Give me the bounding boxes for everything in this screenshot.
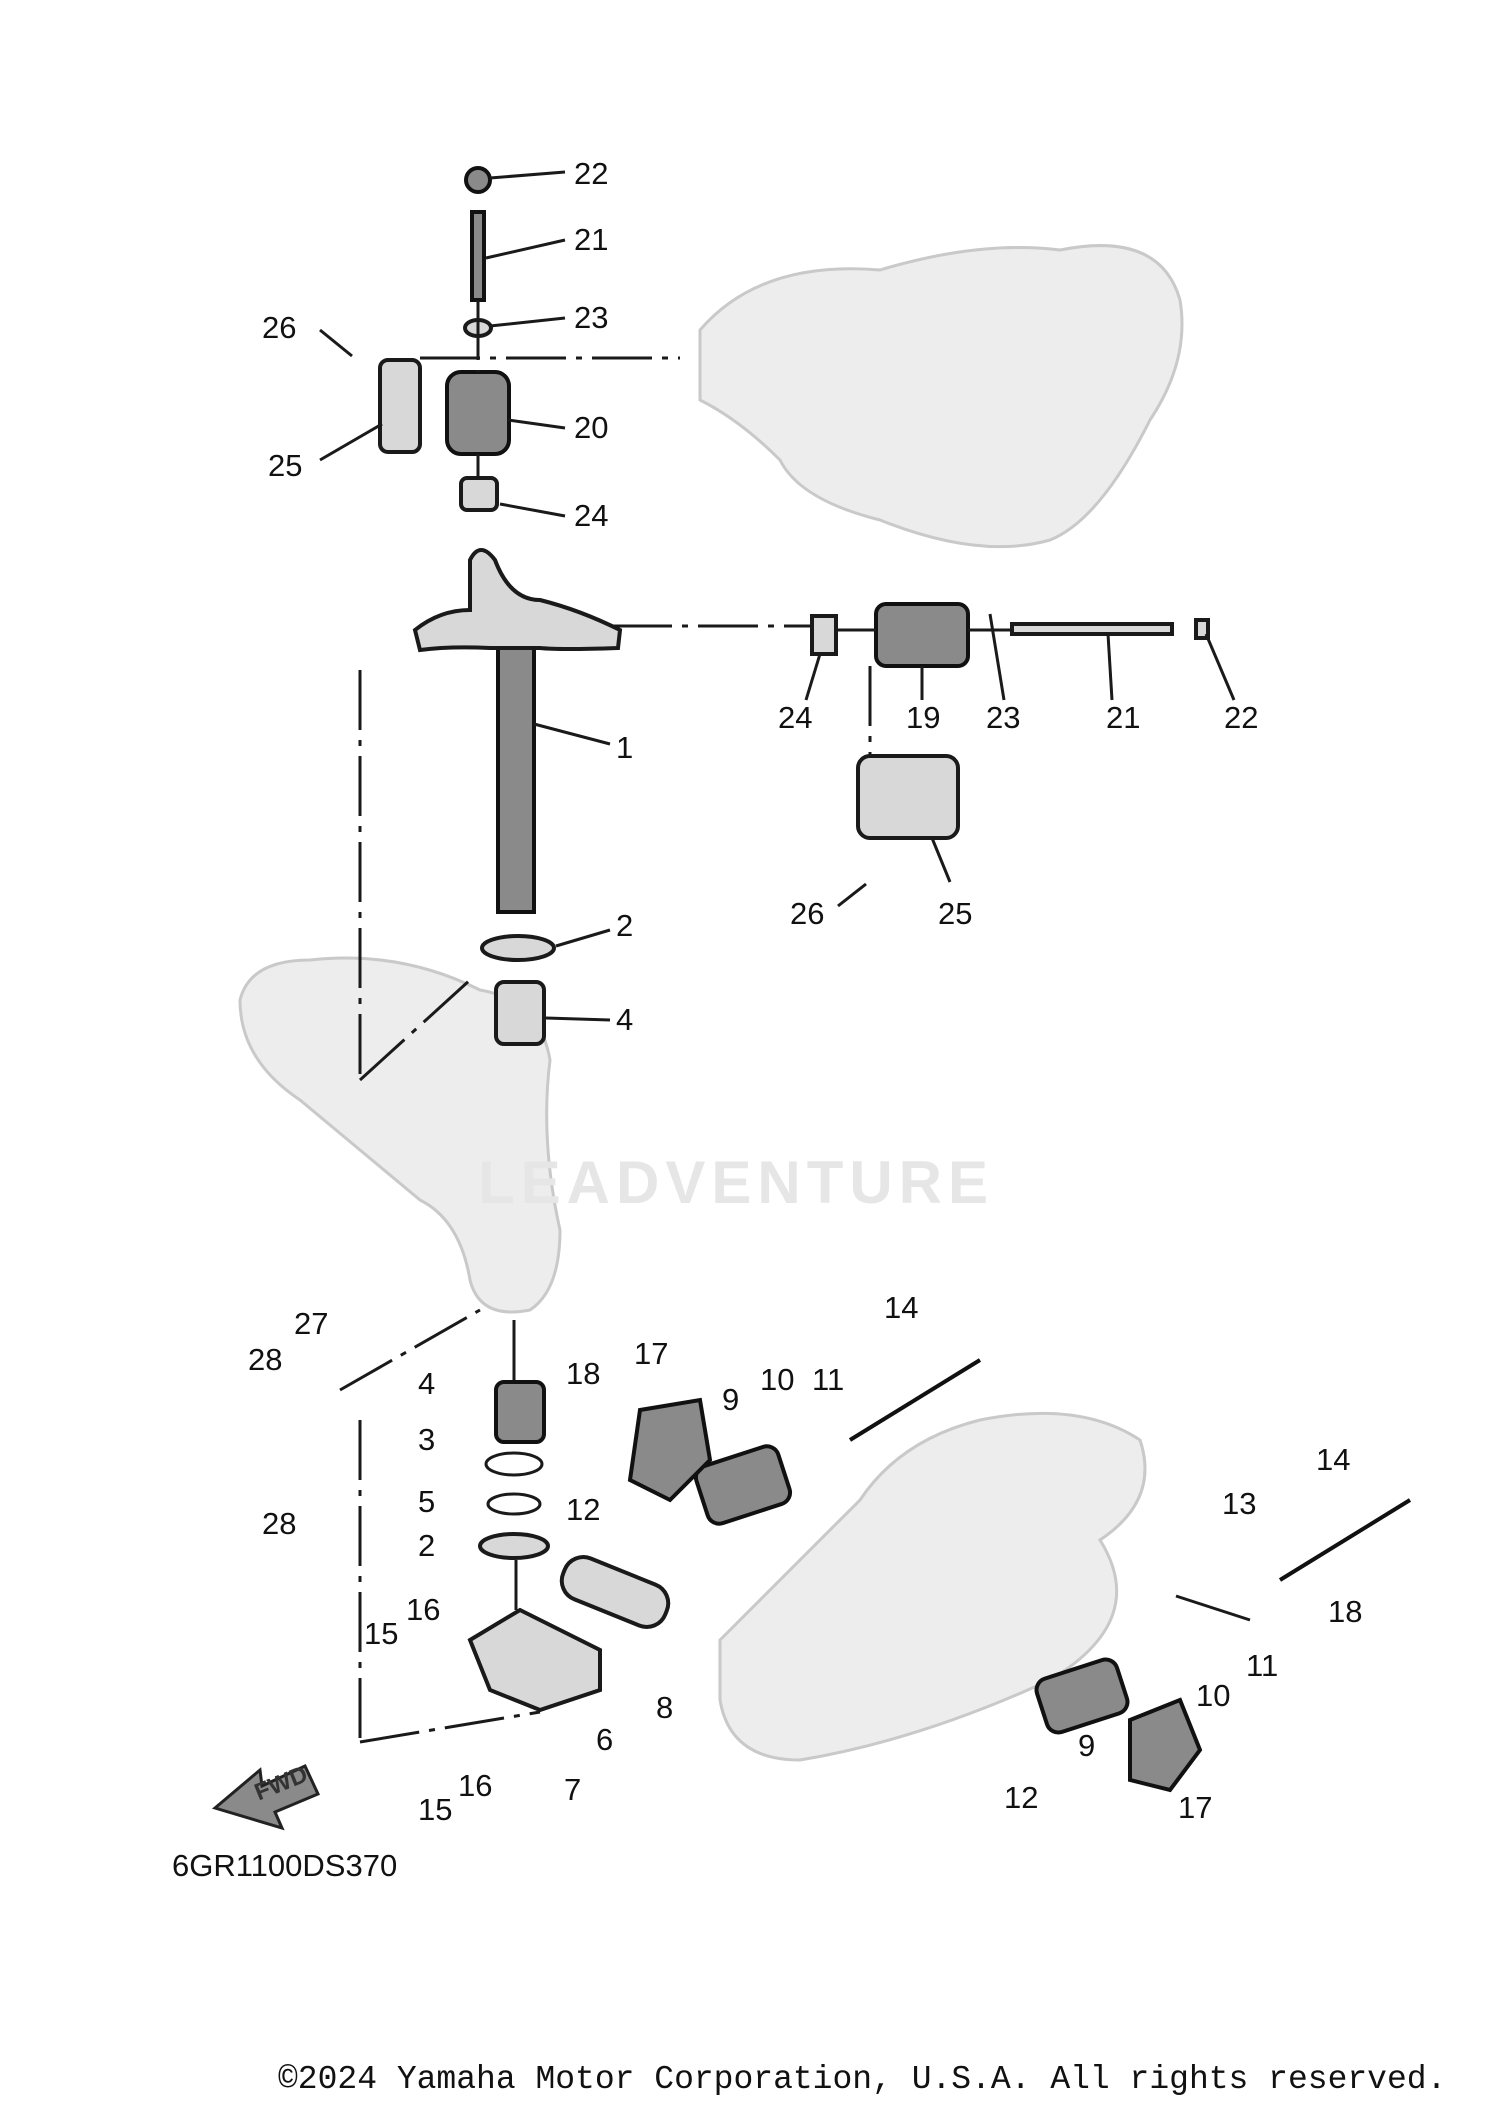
callout-25-right: 25: [938, 896, 973, 931]
callout-13: 13: [1222, 1486, 1257, 1521]
callout-24-top: 24: [574, 498, 609, 533]
callout-28-lower: 28: [262, 1506, 297, 1541]
bolt-21-top: [470, 210, 486, 302]
washer-2-upper: [480, 934, 556, 962]
callout-28-upper: 28: [248, 1342, 283, 1377]
callout-4-lower: 4: [418, 1366, 436, 1401]
callout-6: 6: [596, 1722, 614, 1757]
callout-15-upper: 15: [364, 1616, 399, 1651]
callout-26-right: 26: [790, 896, 825, 931]
bushing-9-upper: [693, 1444, 793, 1526]
bolt-21-right: [1010, 622, 1174, 636]
callout-20: 20: [574, 410, 609, 445]
callout-8: 8: [656, 1690, 674, 1725]
bushing-4-upper: [494, 980, 546, 1046]
leader-lines: [319, 170, 1251, 1744]
callout-26-top: 26: [262, 310, 297, 345]
callout-10-upper: 10: [760, 1362, 795, 1397]
callout-1: 1: [616, 730, 634, 765]
callout-23-top: 23: [574, 300, 609, 335]
ring-5: [486, 1492, 542, 1516]
callout-4-upper: 4: [616, 1002, 634, 1037]
collar-24-right: [810, 614, 838, 656]
callout-2-upper: 2: [616, 908, 634, 943]
watermark: LEADVENTURE: [478, 1149, 995, 1216]
callout-11-right: 11: [1246, 1648, 1279, 1683]
callout-2-lower: 2: [418, 1528, 436, 1563]
callout-25-top: 25: [268, 448, 303, 483]
callout-21-top: 21: [574, 222, 609, 257]
callout-10-right: 10: [1196, 1678, 1231, 1713]
bushing-4-lower: [494, 1380, 546, 1444]
callout-9-upper: 9: [722, 1382, 740, 1417]
callout-17-lower: 17: [1178, 1790, 1213, 1825]
callout-3: 3: [418, 1422, 436, 1457]
bushing-9-lower: [1034, 1657, 1130, 1735]
steering-housing-ghost: [238, 956, 562, 1314]
holder-17-lower: [1128, 1697, 1203, 1793]
callout-12-upper: 12: [566, 1492, 601, 1527]
collar-24-top: [459, 476, 499, 512]
bracket-25-top: [378, 358, 422, 454]
hull-ghost: [718, 1411, 1147, 1762]
callout-22-top: 22: [574, 156, 609, 191]
callout-9-lower: 9: [1078, 1728, 1096, 1763]
mount-19: [874, 602, 970, 668]
nut-22-top: [464, 166, 492, 194]
copyright-notice: ©2024 Yamaha Motor Corporation, U.S.A. A…: [278, 2061, 1447, 2098]
bolt-14-right: [1278, 1498, 1412, 1582]
callout-18-upper: 18: [566, 1356, 601, 1391]
bolt-14-upper: [848, 1358, 982, 1442]
steering-yoke: [412, 548, 623, 653]
engine-housing-ghost: [698, 244, 1184, 549]
bracket-25-right: [856, 754, 960, 840]
callout-7: 7: [564, 1772, 582, 1807]
callout-27: 27: [294, 1306, 329, 1341]
callout-14-right: 14: [1316, 1442, 1351, 1477]
callout-16-upper: 16: [406, 1592, 441, 1627]
callout-19: 19: [906, 700, 941, 735]
callout-22-right: 22: [1224, 700, 1259, 735]
holder-17-upper: [627, 1397, 713, 1503]
callout-14-upper: 14: [884, 1290, 919, 1325]
callout-11-upper: 11: [812, 1362, 845, 1397]
fwd-arrow-icon: [211, 1764, 321, 1831]
diagram-code: 6GR1100DS370: [172, 1848, 398, 1883]
callout-5: 5: [418, 1484, 436, 1519]
mount-20: [445, 370, 511, 456]
steering-column: [496, 628, 536, 914]
callout-16-lower: 16: [458, 1768, 493, 1803]
ring-3: [484, 1451, 544, 1477]
washer-2-lower: [478, 1532, 550, 1560]
callout-15-lower: 15: [418, 1792, 453, 1827]
callout-24-right: 24: [778, 700, 813, 735]
callout-17-upper: 17: [634, 1336, 669, 1371]
callout-12-lower: 12: [1004, 1780, 1039, 1815]
callout-21-right: 21: [1106, 700, 1141, 735]
callout-23-right: 23: [986, 700, 1021, 735]
nut-22-right: [1194, 618, 1210, 640]
arm-6: [467, 1607, 602, 1713]
plate-8: [559, 1555, 671, 1629]
callout-18-right: 18: [1328, 1594, 1363, 1629]
